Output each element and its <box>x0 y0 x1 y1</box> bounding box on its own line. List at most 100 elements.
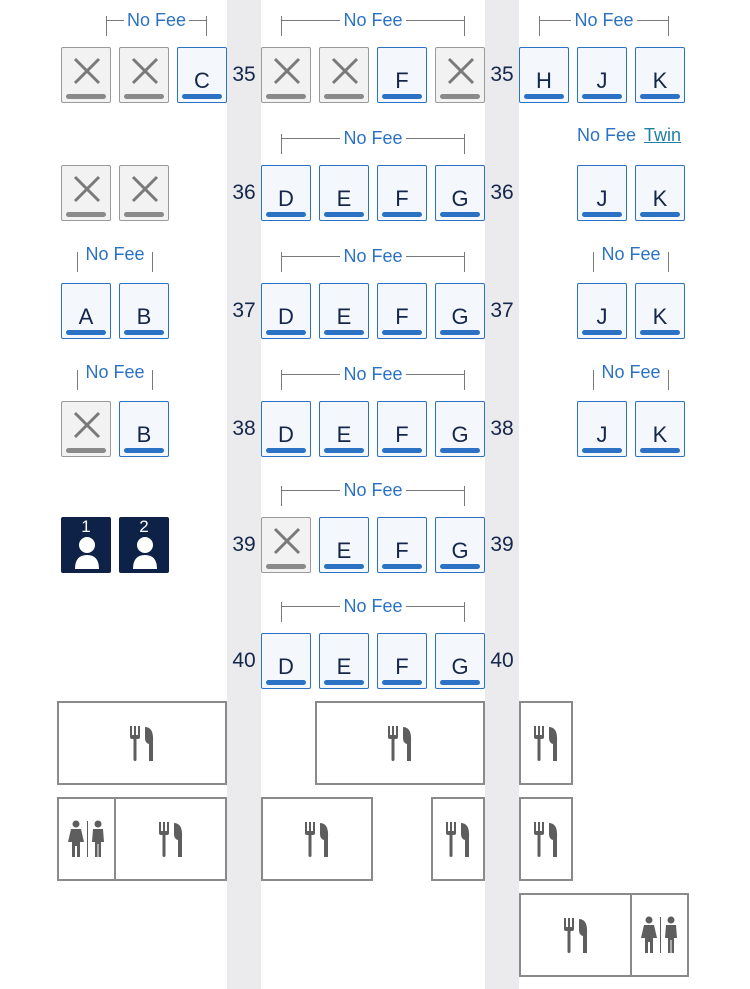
galley <box>519 797 573 881</box>
galley <box>519 893 632 977</box>
seat-letter: B <box>136 422 152 447</box>
galley <box>114 797 227 881</box>
seat-40E[interactable]: E <box>319 633 369 689</box>
row-number: 35 <box>232 63 256 86</box>
x-mark-icon <box>447 57 475 85</box>
seat-35J[interactable]: J <box>577 47 627 103</box>
seat-37G[interactable]: G <box>435 283 485 339</box>
fee-bracket: No Fee <box>281 480 465 506</box>
seat-letter: G <box>451 538 469 563</box>
seat-37D[interactable]: D <box>261 283 311 339</box>
passenger-number: 2 <box>139 517 149 536</box>
fee-bracket: No Fee <box>281 596 465 622</box>
seat-37F[interactable]: F <box>377 283 427 339</box>
aisle-right <box>485 0 519 989</box>
seat-35K[interactable]: K <box>635 47 685 103</box>
seat-40F[interactable]: F <box>377 633 427 689</box>
seat-letter: F <box>395 68 409 93</box>
fork-knife-icon <box>388 726 412 761</box>
seat-38J[interactable]: J <box>577 401 627 457</box>
seat-letter: D <box>278 304 294 329</box>
seat-36D[interactable]: D <box>261 165 311 221</box>
fee-bracket: No Fee <box>539 10 669 36</box>
galley <box>519 701 573 785</box>
seat-38K[interactable]: K <box>635 401 685 457</box>
seat-letter: K <box>652 68 668 93</box>
row-number: 39 <box>232 533 256 556</box>
fork-knife-icon <box>563 918 587 953</box>
seat-letter: A <box>78 304 94 329</box>
seat-35D <box>261 47 311 103</box>
fork-knife-icon <box>130 726 154 761</box>
seat-37E[interactable]: E <box>319 283 369 339</box>
passenger-2-seat[interactable]: 2 <box>119 517 169 573</box>
person-icon <box>133 537 157 569</box>
seat-39D <box>261 517 311 573</box>
seat-35H[interactable]: H <box>519 47 569 103</box>
seat-38D[interactable]: D <box>261 401 311 457</box>
seat-38E[interactable]: E <box>319 401 369 457</box>
seat-letter: F <box>395 538 409 563</box>
seat-36G[interactable]: G <box>435 165 485 221</box>
twin-link[interactable]: Twin <box>644 125 682 145</box>
seat-38F[interactable]: F <box>377 401 427 457</box>
seat-letter: B <box>136 304 152 329</box>
seat-letter: J <box>596 68 608 93</box>
seat-letter: J <box>596 422 608 447</box>
x-mark-icon <box>331 57 359 85</box>
seat-39E[interactable]: E <box>319 517 369 573</box>
x-mark-icon <box>273 527 301 555</box>
seat-35G <box>435 47 485 103</box>
seat-38G[interactable]: G <box>435 401 485 457</box>
fee-bracket: No Fee <box>593 244 669 272</box>
passenger-number: 1 <box>81 517 91 536</box>
seat-letter: F <box>395 186 409 211</box>
seat-letter: D <box>278 422 294 447</box>
fork-knife-icon <box>446 822 470 857</box>
seat-37K[interactable]: K <box>635 283 685 339</box>
seat-letter: G <box>451 304 469 329</box>
row-number: 39 <box>490 533 514 556</box>
seat-letter: D <box>278 186 294 211</box>
seat-letter: F <box>395 304 409 329</box>
seat-36F[interactable]: F <box>377 165 427 221</box>
seat-letter: K <box>652 422 668 447</box>
fee-bracket: No Fee <box>281 246 465 272</box>
seat-36J[interactable]: J <box>577 165 627 221</box>
row-number: 36 <box>490 181 514 204</box>
seat-40D[interactable]: D <box>261 633 311 689</box>
fee-bracket: No Fee <box>77 362 153 390</box>
row-number: 35 <box>490 63 514 86</box>
row-number: 37 <box>232 299 256 322</box>
row-number: 40 <box>232 649 256 672</box>
restroom-icon <box>640 916 677 953</box>
lavatory <box>630 893 689 977</box>
x-mark-icon <box>73 175 101 203</box>
seat-39F[interactable]: F <box>377 517 427 573</box>
seat-35F[interactable]: F <box>377 47 427 103</box>
passenger-1-seat[interactable]: 1 <box>61 517 111 573</box>
seat-35E <box>319 47 369 103</box>
seat-40G[interactable]: G <box>435 633 485 689</box>
fee-bracket: No Fee <box>106 10 207 36</box>
seat-letter: K <box>652 304 668 329</box>
seat-35C[interactable]: C <box>177 47 227 103</box>
seat-35B <box>119 47 169 103</box>
fork-knife-icon <box>534 726 558 761</box>
seat-37A[interactable]: A <box>61 283 111 339</box>
seat-38B[interactable]: B <box>119 401 169 457</box>
seat-37B[interactable]: B <box>119 283 169 339</box>
seat-37J[interactable]: J <box>577 283 627 339</box>
seat-36E[interactable]: E <box>319 165 369 221</box>
seat-letter: D <box>278 654 294 679</box>
seat-letter: F <box>395 654 409 679</box>
seat-letter: G <box>451 186 469 211</box>
seat-letter: K <box>652 186 668 211</box>
seat-36K[interactable]: K <box>635 165 685 221</box>
seat-39G[interactable]: G <box>435 517 485 573</box>
fee-bracket: No Fee <box>77 244 153 272</box>
seat-letter: H <box>536 68 552 93</box>
x-mark-icon <box>131 175 159 203</box>
row-number: 40 <box>490 649 514 672</box>
